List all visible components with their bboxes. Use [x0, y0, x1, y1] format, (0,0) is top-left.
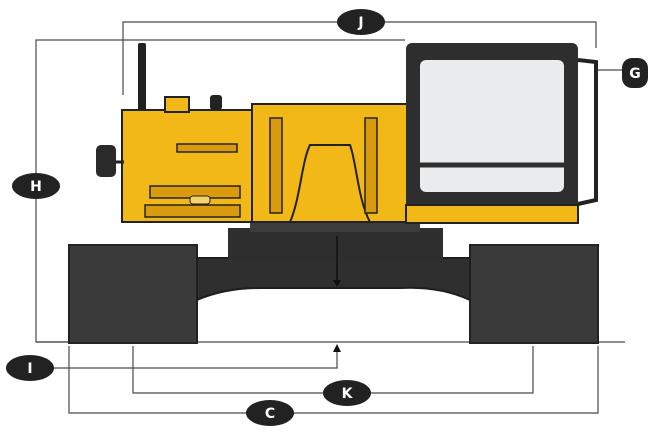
center-arrow-down — [333, 280, 341, 287]
left-mirror — [96, 145, 116, 177]
label-i: I — [6, 355, 54, 381]
label-h: H — [12, 173, 60, 199]
label-k: K — [323, 380, 371, 406]
right-track — [469, 244, 599, 344]
boom-cylinder-mount — [288, 144, 372, 223]
dimension-c-line — [68, 346, 599, 414]
label-i-text: I — [27, 361, 32, 377]
cab-window — [420, 60, 564, 192]
exhaust-stack — [138, 43, 146, 121]
counterweight — [144, 204, 241, 218]
label-g-text: G — [629, 66, 641, 82]
right-handrail — [364, 117, 378, 214]
right-mirror-arm — [577, 58, 598, 206]
hood-vent-top — [176, 143, 238, 153]
label-c-text: C — [265, 406, 275, 422]
label-g: G — [622, 58, 648, 88]
left-handrail — [269, 117, 283, 214]
hood-latch — [189, 195, 211, 205]
swing-bearing — [228, 228, 443, 260]
label-j-text: J — [357, 15, 363, 31]
engine-hood — [121, 109, 253, 223]
ground-arrow-up — [333, 344, 341, 352]
label-c: C — [246, 400, 294, 426]
fuel-cap — [210, 95, 222, 110]
label-h-text: H — [30, 179, 42, 195]
radiator-cap — [164, 96, 190, 113]
undercarriage-frame — [196, 257, 471, 302]
left-track — [68, 244, 198, 344]
label-k-text: K — [342, 386, 354, 402]
dimension-i-line — [50, 352, 338, 369]
label-j: J — [337, 9, 385, 35]
cab-base — [405, 204, 579, 224]
